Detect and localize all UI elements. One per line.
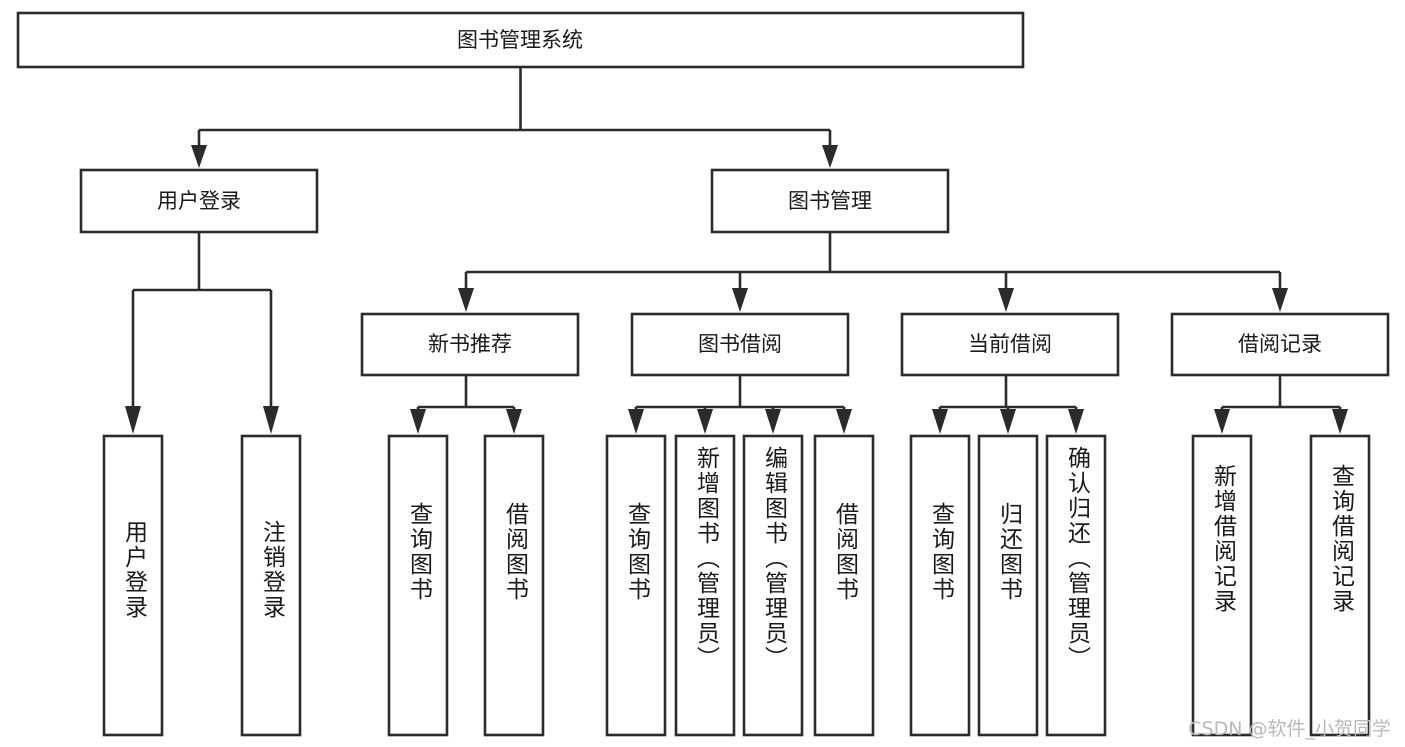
node-book-borrow[interactable]: 图书借阅 [630,312,850,377]
arrow-bookborrow-leaf-2 [697,409,713,434]
leaf-box-bookborrow-borrow[interactable] [813,434,875,737]
leaf-box-user-login-logout[interactable] [240,434,302,737]
node-user-login[interactable]: 用户登录 [79,168,319,234]
arrow-newbook-leaf-2 [506,409,522,434]
arrow-bookborrow-leaf-4 [836,409,852,434]
leaf-box-currentborrow-return[interactable] [977,434,1039,737]
node-new-book-recommend[interactable]: 新书推荐 [360,312,580,377]
node-book-management-label: 图书管理 [788,189,872,213]
connector-layer [125,67,1348,434]
node-borrow-record-box [1170,312,1390,377]
node-borrow-record[interactable]: 借阅记录 [1170,312,1390,377]
leaf-box-currentborrow-query[interactable] [909,434,971,737]
arrow-to-current-borrow [998,288,1014,312]
node-book-borrow-label: 图书借阅 [698,332,782,356]
arrow-userlogin-leaf-2 [263,406,279,434]
node-new-book-recommend-box [360,312,580,377]
arrow-to-book-borrow [732,288,748,312]
node-current-borrow[interactable]: 当前借阅 [900,312,1120,377]
leaf-box-bookborrow-edit[interactable] [742,434,804,737]
arrow-bookborrow-leaf-1 [628,409,644,434]
node-root[interactable]: 图书管理系统 [16,11,1025,69]
arrow-newbook-leaf-1 [410,409,426,434]
node-book-management-box [710,168,950,234]
node-root-box [16,11,1025,69]
leaf-box-newbook-query[interactable] [387,434,449,737]
arrow-borrowrecord-leaf-2 [1332,409,1348,434]
arrow-currentborrow-leaf-2 [1000,409,1016,434]
arrow-borrowrecord-leaf-1 [1214,409,1230,434]
node-root-label: 图书管理系统 [457,28,583,52]
arrow-userlogin-leaf-1 [125,406,141,434]
node-book-borrow-box [630,312,850,377]
arrow-bookborrow-leaf-3 [765,409,781,434]
node-user-login-label: 用户登录 [157,189,241,213]
node-borrow-record-label: 借阅记录 [1238,332,1322,356]
node-current-borrow-box [900,312,1120,377]
arrow-to-book-mgmt [822,145,838,168]
arrow-currentborrow-leaf-1 [932,409,948,434]
arrow-to-borrow-record [1272,288,1288,312]
leaf-box-newbook-borrow[interactable] [483,434,545,737]
arrow-to-user-login [191,145,207,168]
node-book-management[interactable]: 图书管理 [710,168,950,234]
arrow-to-new-book [458,288,474,312]
leaf-box-bookborrow-query[interactable] [605,434,667,737]
arrow-currentborrow-leaf-3 [1068,409,1084,434]
leaf-box-user-login-login[interactable] [102,434,164,737]
node-new-book-recommend-label: 新书推荐 [428,332,512,356]
leaf-box-borrowrecord-add[interactable] [1191,434,1253,737]
node-user-login-box [79,168,319,234]
leaf-box-borrowrecord-query[interactable] [1309,434,1371,737]
leaf-box-currentborrow-confirm[interactable] [1045,434,1107,737]
node-current-borrow-label: 当前借阅 [968,332,1052,356]
leaf-box-bookborrow-add[interactable] [674,434,736,737]
